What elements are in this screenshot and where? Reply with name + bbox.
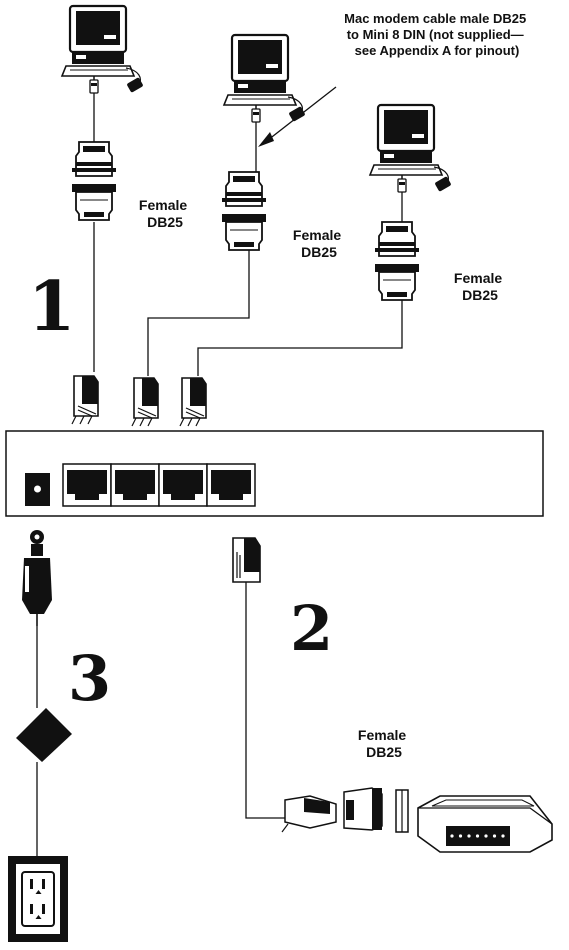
computer-3-icon (368, 103, 453, 194)
connector-label-2: Female DB25 (293, 227, 345, 260)
computer-1-icon (60, 4, 145, 95)
modem-db25-adapter-icon (343, 787, 409, 833)
power-transformer-icon (16, 708, 72, 762)
hub-port-3 (158, 463, 208, 507)
hub-port-1 (62, 463, 112, 507)
db25-adapter-2-icon (221, 171, 267, 251)
callout-line-3: see Appendix A for pinout) (355, 43, 520, 58)
db25-adapter-3-icon (374, 221, 420, 301)
callout-arrowhead (258, 132, 274, 147)
hub-port-4 (206, 463, 256, 507)
cable-3-lower (197, 300, 403, 376)
modem-icon (417, 795, 553, 853)
modem-led-2 (458, 834, 463, 838)
modem-led-5 (484, 834, 488, 838)
callout-line-2: to Mini 8 DIN (not supplied— (347, 27, 524, 42)
hub-ports (62, 463, 256, 507)
modem-led-4 (475, 834, 480, 838)
modem-rj45-plug-icon (281, 795, 337, 833)
power-adapter-plug-icon (22, 530, 52, 626)
hub-port-2 (110, 463, 160, 507)
callout-text: Mac modem cable male DB25 to Mini 8 DIN … (344, 11, 530, 58)
connector-label-3: Female DB25 (454, 270, 506, 303)
callout-line-1: Mac modem cable male DB25 (344, 11, 526, 26)
modem-led-6 (492, 834, 497, 838)
modem-led-1 (450, 834, 454, 838)
step-3-number: 3 (68, 642, 111, 715)
modem-cable-plug-icon (232, 537, 261, 583)
wall-outlet-icon (8, 856, 68, 942)
modem-led-7 (501, 834, 505, 838)
rj45-plug-2-icon (131, 377, 159, 427)
computer-2-icon (222, 33, 307, 124)
db25-adapter-1-icon (71, 141, 117, 221)
modem-led-3 (467, 834, 471, 838)
connector-label-1: Female DB25 (139, 197, 191, 230)
step-2-number: 2 (290, 592, 333, 665)
connector-label-4: Female DB25 (358, 727, 410, 760)
modem-led-row (450, 834, 505, 838)
rj45-plug-1-icon (71, 375, 99, 425)
callout-arrow (267, 86, 337, 141)
cable-2-lower (147, 250, 250, 376)
modem-cable (245, 582, 285, 819)
step-1-number: 1 (28, 267, 75, 347)
rj45-plug-3-icon (179, 377, 207, 427)
